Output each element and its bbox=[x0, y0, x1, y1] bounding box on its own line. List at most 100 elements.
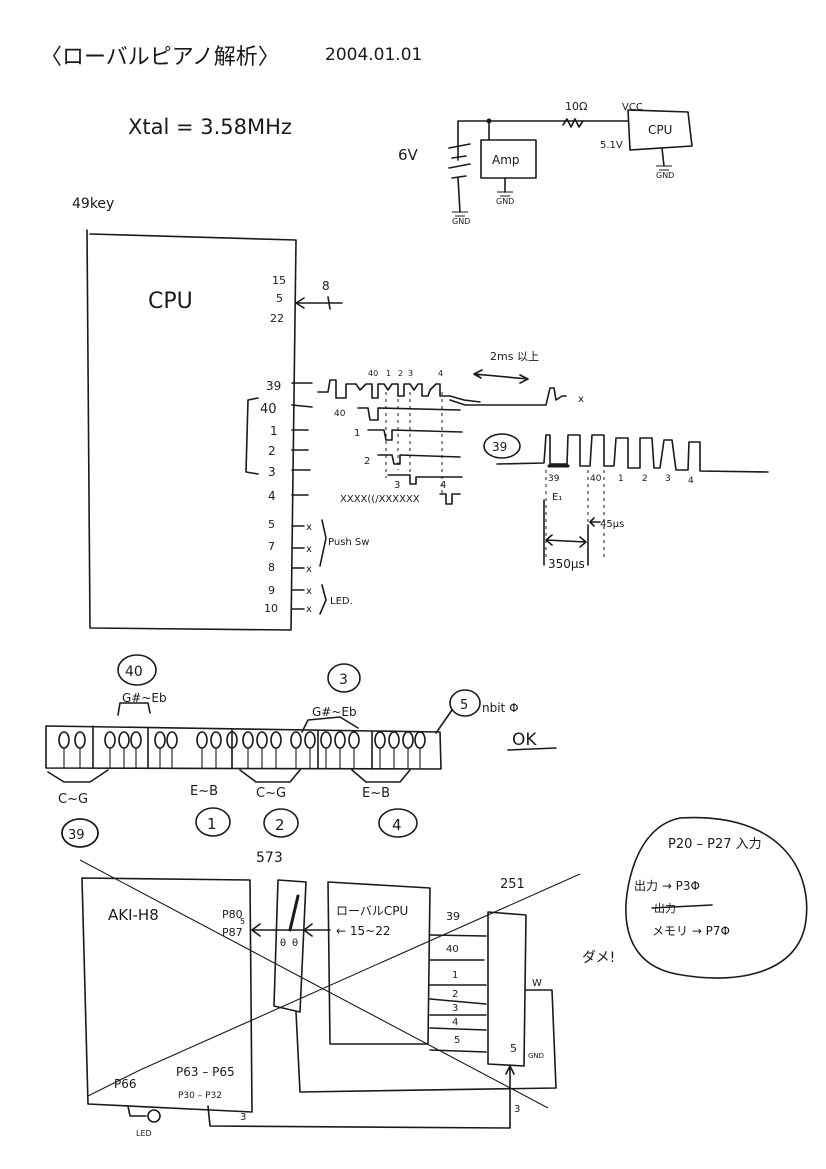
ground-icon bbox=[452, 211, 468, 217]
signal-4-trace bbox=[439, 493, 461, 505]
svg-text:x: x bbox=[306, 522, 312, 533]
aki-h8-board bbox=[81, 877, 253, 1113]
document-date: 2004.01.01 bbox=[325, 45, 422, 65]
svg-text:1: 1 bbox=[618, 474, 624, 484]
note-bubble: P20 – P27 入力 出力 → P3Φ 出力 メモリ → P7Φ ダメ! bbox=[582, 816, 808, 979]
signal-id: 39 bbox=[492, 440, 507, 454]
verdict-label: ダメ! bbox=[582, 950, 615, 966]
pin-label: 2 bbox=[268, 444, 276, 458]
piano-cpu-pins: ← 15~22 bbox=[336, 924, 390, 938]
svg-text:x: x bbox=[306, 564, 312, 575]
keyboard-outline bbox=[45, 725, 442, 770]
black-key bbox=[104, 731, 116, 749]
bus-pin-label: 15 bbox=[272, 274, 286, 287]
w-label: W bbox=[532, 978, 542, 989]
svg-text:4: 4 bbox=[438, 369, 443, 378]
black-key bbox=[210, 731, 222, 749]
led-bracket bbox=[319, 584, 327, 615]
push-bracket bbox=[319, 519, 327, 567]
pin-label: 3 bbox=[268, 465, 276, 479]
crystal-frequency: Xtal = 3.58MHz bbox=[128, 115, 292, 139]
ground-label: GND bbox=[452, 217, 470, 226]
svg-text:2: 2 bbox=[364, 456, 370, 467]
timing-small: 40 1 2 3 4 40 1 2 3 4 XXXX((/XXXXXX x 2m… bbox=[317, 350, 584, 505]
amp-box bbox=[480, 139, 537, 179]
note-circle bbox=[625, 816, 808, 979]
svg-text:1: 1 bbox=[452, 970, 458, 981]
black-key bbox=[320, 731, 332, 749]
multiplex-waveform bbox=[496, 434, 769, 473]
pin-label: 40 bbox=[260, 402, 277, 417]
pin-label: 5 bbox=[268, 518, 275, 531]
group-circle bbox=[195, 807, 231, 837]
period-label: 350µs bbox=[548, 557, 585, 571]
led-bottom-label: LED bbox=[136, 1129, 152, 1138]
ports-p30-p32: P30 – P32 bbox=[178, 1091, 222, 1101]
signal-1-trace bbox=[367, 429, 463, 441]
svg-text:40: 40 bbox=[125, 664, 143, 680]
svg-text:1: 1 bbox=[207, 815, 217, 833]
pulse-width-arrow bbox=[589, 517, 601, 527]
group-bracket bbox=[117, 702, 151, 716]
strike-through bbox=[651, 904, 713, 909]
keyboard-diagram: 40 G#~Eb 3 G#~Eb 5 nbit Φ OK C~G 39 E~B … bbox=[45, 654, 557, 848]
svg-text:39: 39 bbox=[68, 828, 85, 843]
decoder-label: 251 bbox=[500, 877, 525, 892]
svg-text:2: 2 bbox=[642, 474, 648, 484]
black-key bbox=[130, 731, 142, 749]
svg-text:E~B: E~B bbox=[362, 786, 390, 801]
board-label: AKI-H8 bbox=[108, 906, 159, 924]
svg-text:5: 5 bbox=[240, 917, 245, 926]
push-switch-label: Push Sw bbox=[328, 537, 369, 548]
svg-text:C~G: C~G bbox=[58, 792, 88, 807]
matrix-bracket bbox=[245, 397, 259, 475]
svg-text:3: 3 bbox=[665, 474, 671, 484]
note-line-4: メモリ → P7Φ bbox=[652, 924, 730, 938]
svg-text:4: 4 bbox=[392, 816, 402, 834]
group-circle bbox=[263, 808, 299, 838]
group-circle bbox=[378, 808, 418, 838]
amp-label: Amp bbox=[492, 153, 520, 167]
document-title: 〈ローバルピアノ解析〉 bbox=[40, 45, 280, 70]
cpu-voltage: 5.1V bbox=[600, 140, 623, 151]
ground-icon bbox=[656, 165, 672, 171]
ports-p63-p65: P63 – P65 bbox=[176, 1065, 235, 1079]
cross-out-line bbox=[79, 859, 549, 1109]
black-key bbox=[118, 731, 130, 749]
gap-trace bbox=[449, 387, 567, 406]
svg-text:x: x bbox=[306, 586, 312, 597]
header: 〈ローバルピアノ解析〉 2004.01.01 Xtal = 3.58MHz bbox=[40, 45, 422, 139]
svg-text:P87: P87 bbox=[222, 926, 243, 939]
feedback-line bbox=[207, 1065, 515, 1129]
battery-voltage: 6V bbox=[398, 146, 419, 164]
data-bus-arrow bbox=[251, 923, 331, 937]
group-circle bbox=[449, 689, 481, 717]
svg-text:3: 3 bbox=[452, 1003, 458, 1014]
pin-label: 9 bbox=[268, 584, 275, 597]
cross-out-line bbox=[87, 873, 581, 1097]
black-key bbox=[256, 731, 268, 749]
svg-text:40: 40 bbox=[334, 409, 346, 419]
black-key bbox=[196, 731, 208, 749]
bus-pin-label: 5 bbox=[276, 292, 283, 305]
svg-text:2: 2 bbox=[452, 989, 458, 1000]
svg-text:P80: P80 bbox=[222, 908, 243, 921]
black-key bbox=[166, 731, 178, 749]
svg-text:4: 4 bbox=[452, 1017, 458, 1028]
interval-arrow bbox=[473, 369, 529, 384]
pin-label: 1 bbox=[270, 424, 278, 438]
cpu-box-small bbox=[627, 109, 693, 151]
key-count-label: 49key bbox=[72, 196, 114, 212]
svg-text:G#~Eb: G#~Eb bbox=[312, 705, 357, 719]
cpu-label-small: CPU bbox=[648, 123, 672, 137]
svg-text:GND: GND bbox=[528, 1052, 544, 1060]
note-line-2: 出力 → P3Φ bbox=[634, 879, 700, 893]
black-key bbox=[402, 731, 414, 749]
pin-label: 7 bbox=[268, 540, 275, 553]
note-line-1: P20 – P27 入力 bbox=[668, 837, 762, 852]
black-key bbox=[242, 731, 254, 749]
piano-cpu-label: ローバルCPU bbox=[336, 904, 408, 918]
svg-text:40: 40 bbox=[368, 369, 378, 378]
svg-text:2: 2 bbox=[275, 816, 285, 834]
